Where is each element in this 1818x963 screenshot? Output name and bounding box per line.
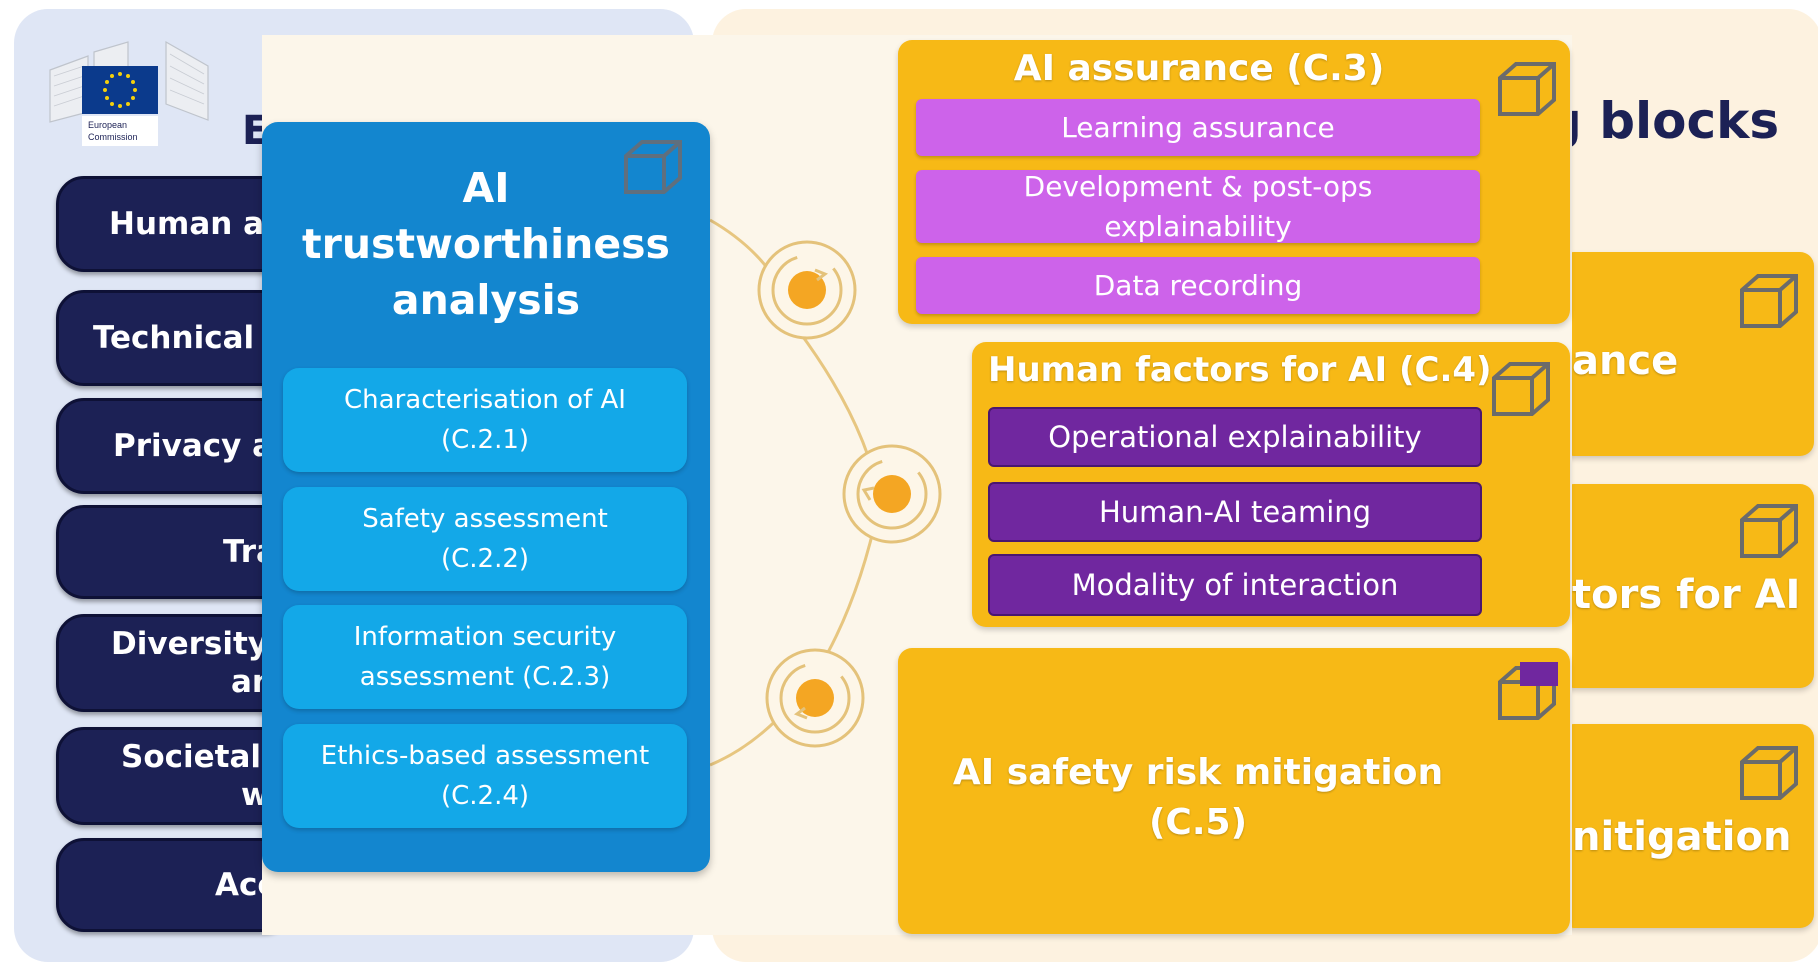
requirement-pill-6: Societal ar w [56, 727, 292, 825]
requirement-label: Societal ar [121, 739, 292, 775]
logo-text-1: European [88, 120, 127, 130]
european-commission-logo: European Commission [48, 32, 218, 152]
background-block-2-label: tors for AI [1572, 572, 1801, 618]
item-line: (C.2.1) [440, 425, 530, 455]
requirement-pill-1: Human age [56, 176, 292, 272]
requirement-label: Diversity, n [111, 626, 292, 662]
title-line: analysis [391, 276, 581, 324]
item-label: Modality of interaction [1071, 568, 1399, 602]
cube-icon [1736, 498, 1802, 564]
title-line: trustworthiness [302, 220, 670, 268]
item-label: explainability [1104, 209, 1292, 243]
item-line: Information security [353, 622, 617, 652]
item-label: Data recording [1093, 268, 1303, 302]
item-line: (C.2.4) [440, 781, 530, 811]
assurance-item-data-recording: Data recording [916, 257, 1480, 314]
cube-icon [1494, 660, 1560, 726]
title-line: AI [462, 164, 510, 212]
trustworthiness-title: AI trustworthiness analysis [262, 160, 710, 328]
cycle-arrow-icon [755, 238, 859, 342]
human-factors-item-modality: Modality of interaction [988, 554, 1482, 616]
requirement-pill-4: Tra [56, 505, 292, 599]
trustworthiness-item-safety: Safety assessment (C.2.2) [283, 487, 687, 591]
requirement-pill-3: Privacy and [56, 398, 292, 494]
item-label: Development & post-ops [1023, 169, 1373, 203]
background-block-1-label: ance [1572, 338, 1679, 384]
requirement-label: Technical ro [93, 320, 292, 356]
human-factors-item-teaming: Human-AI teaming [988, 482, 1482, 542]
cube-icon [1736, 740, 1802, 806]
item-label: Learning assurance [1061, 110, 1335, 144]
requirement-pill-2: Technical ro [56, 290, 292, 386]
cube-icon [620, 134, 686, 200]
trustworthiness-item-ethics: Ethics-based assessment (C.2.4) [283, 724, 687, 828]
cube-icon [1494, 56, 1560, 122]
requirement-pill-7: Acc [56, 838, 292, 932]
cycle-arrow-icon [763, 646, 867, 750]
background-block-3 [1560, 724, 1814, 928]
trustworthiness-item-characterisation: Characterisation of AI (C.2.1) [283, 368, 687, 472]
cycle-arrow-icon [840, 442, 944, 546]
item-line: (C.2.2) [440, 544, 530, 574]
requirement-pill-5: Diversity, n an [56, 614, 292, 712]
logo-text-2: Commission [88, 132, 138, 142]
human-factors-item-explainability: Operational explainability [988, 407, 1482, 467]
background-heading-right: g blocks [1546, 92, 1780, 150]
safety-block [898, 648, 1570, 934]
item-label: Operational explainability [1048, 420, 1422, 454]
item-line: assessment (C.2.3) [359, 662, 611, 692]
safety-title: AI safety risk mitigation (C.5) [952, 752, 1444, 843]
assurance-item-development: Development & post-ops explainability [916, 170, 1480, 243]
assurance-title: AI assurance (C.3) [1013, 48, 1385, 89]
trustworthiness-item-security: Information security assessment (C.2.3) [283, 605, 687, 709]
item-line: Ethics-based assessment [320, 741, 650, 771]
requirement-label: Human age [109, 206, 292, 242]
item-line: Safety assessment [362, 504, 608, 534]
cube-icon [1488, 356, 1554, 422]
requirement-label: Privacy and [113, 428, 289, 464]
background-block-3-label: nitigation [1572, 814, 1792, 860]
cube-icon [1736, 268, 1802, 334]
item-line: Characterisation of AI [344, 385, 626, 415]
item-label: Human-AI teaming [1098, 495, 1372, 529]
assurance-item-learning: Learning assurance [916, 99, 1480, 156]
background-block-1 [1560, 252, 1814, 456]
human-factors-title: Human factors for AI (C.4) [988, 350, 1492, 390]
